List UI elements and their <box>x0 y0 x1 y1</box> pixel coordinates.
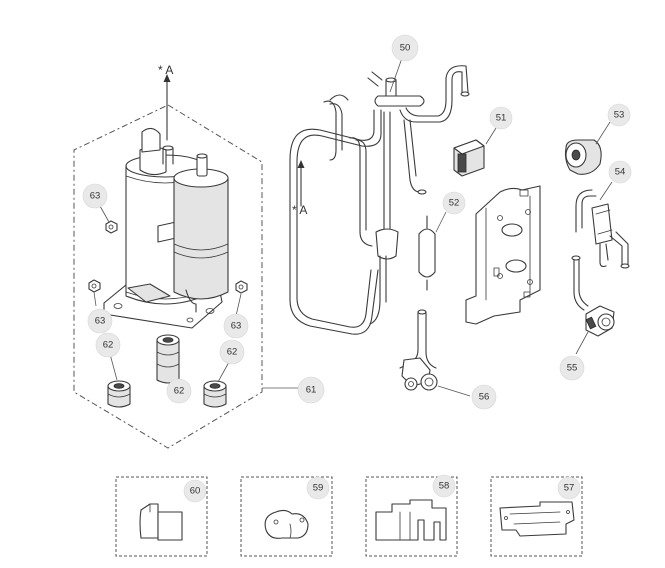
svg-text:60: 60 <box>190 486 201 497</box>
grommet-62-center <box>156 334 180 384</box>
ref-arrow-head <box>163 74 171 82</box>
nut-63-left <box>88 279 101 293</box>
svg-text:56: 56 <box>479 392 490 403</box>
part-box-60 <box>115 476 208 557</box>
svg-text:51: 51 <box>496 113 507 124</box>
svg-text:53: 53 <box>614 110 625 121</box>
part-box-57 <box>490 476 583 557</box>
label-badge-51: 51 <box>489 106 513 130</box>
coil-53 <box>564 121 611 175</box>
label-badge-63-top: 63 <box>82 183 108 209</box>
svg-text:50: 50 <box>400 43 411 54</box>
pipe-54 <box>575 181 630 269</box>
svg-text:63: 63 <box>95 316 106 327</box>
label-badge-57: 57 <box>557 476 581 500</box>
part-box-58 <box>365 476 458 557</box>
four-way-valve <box>374 77 425 107</box>
label-badge-59: 59 <box>306 476 330 500</box>
label-badge-52: 52 <box>442 191 466 215</box>
label-badge-53: 53 <box>607 103 631 127</box>
label-badge-56: 56 <box>471 384 497 410</box>
label-badge-50: 50 <box>391 34 419 62</box>
grommet-62-right <box>203 380 227 408</box>
label-badge-63-left: 63 <box>87 308 113 334</box>
ref-mark-pipe: * A <box>292 203 307 217</box>
label-badge-63-right: 63 <box>223 313 249 339</box>
label-badge-60: 60 <box>183 479 207 503</box>
nut-63-top <box>105 220 118 234</box>
label-badge-58: 58 <box>432 474 456 498</box>
accumulator <box>173 153 229 313</box>
svg-text:52: 52 <box>449 198 460 209</box>
svg-text:55: 55 <box>567 363 578 374</box>
nut-63-right <box>235 280 248 294</box>
svg-text:63: 63 <box>231 321 242 332</box>
svg-text:62: 62 <box>174 386 185 397</box>
compressor-assembly-outline <box>73 104 263 449</box>
compressor-assembly-group: * A <box>73 63 302 449</box>
label-badge-62-left: 62 <box>95 332 121 358</box>
pipe-55 <box>571 255 615 355</box>
svg-text:54: 54 <box>615 167 626 178</box>
svg-text:63: 63 <box>90 191 101 202</box>
svg-text:62: 62 <box>227 347 238 358</box>
svg-text:61: 61 <box>306 385 317 396</box>
part-box-59 <box>240 476 333 557</box>
svg-text:62: 62 <box>103 340 114 351</box>
valve-coil-51 <box>453 127 497 177</box>
service-valve-pipe-56 <box>399 309 471 397</box>
pipe-loop-outer <box>289 109 379 335</box>
strainer-52 <box>418 211 447 291</box>
grommet-62-left <box>107 380 131 408</box>
label-badge-55: 55 <box>559 355 585 381</box>
label-badge-62-right: 62 <box>219 339 245 365</box>
label-badge-54: 54 <box>608 160 632 184</box>
mounting-plate <box>465 185 541 325</box>
label-badge-62-center: 62 <box>166 378 192 404</box>
pipe-assembly: * A <box>289 65 470 335</box>
svg-text:57: 57 <box>564 483 575 494</box>
ref-mark-compressor: * A <box>158 63 173 77</box>
svg-text:58: 58 <box>439 481 450 492</box>
svg-text:59: 59 <box>313 483 324 494</box>
label-badge-61: 61 <box>297 376 325 404</box>
